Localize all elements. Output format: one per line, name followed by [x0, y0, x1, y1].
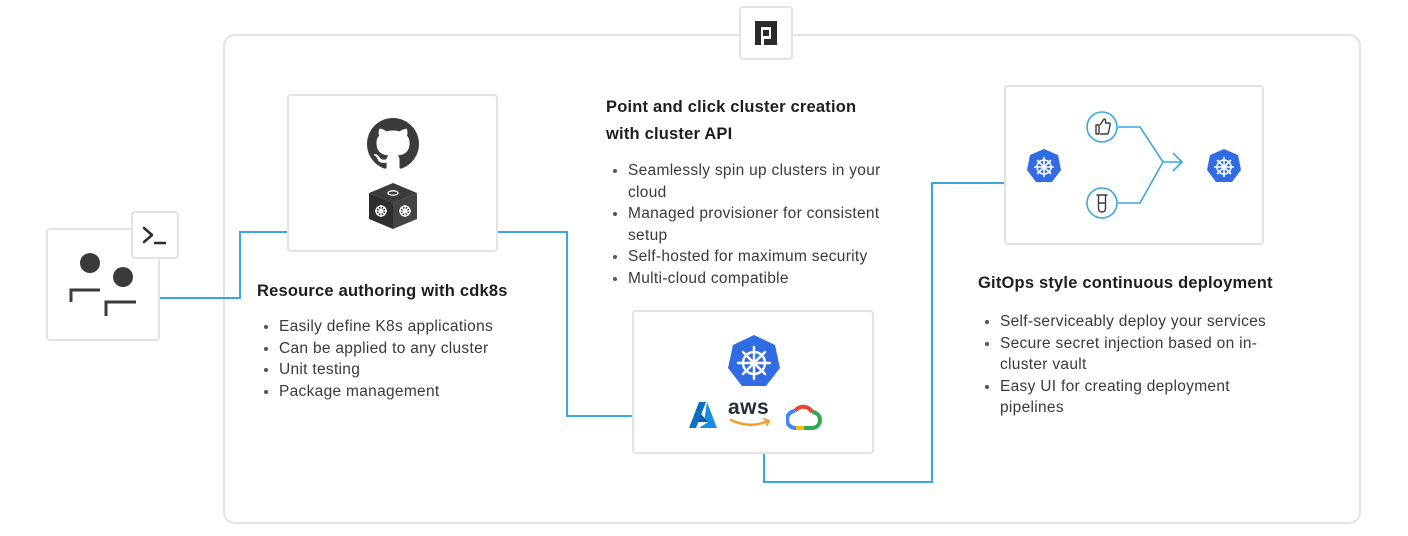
kubernetes-source-icon — [1027, 149, 1061, 182]
cluster-title-line2: with cluster API — [606, 125, 733, 143]
terminal-icon — [142, 226, 167, 245]
bullet-item: Package management — [257, 381, 577, 403]
aws-label: aws — [728, 396, 770, 419]
plural-logo-icon — [755, 21, 777, 45]
bullet-item: Managed provisioner for consistent setup — [606, 203, 896, 246]
kubernetes-icon — [728, 335, 780, 386]
bullet-item: Secure secret injection based on in-clus… — [978, 333, 1298, 376]
cluster-title-line1: Point and click cluster creation — [606, 98, 857, 116]
deployment-bullets: Self-serviceably deploy your services Se… — [978, 311, 1298, 419]
deployment-flow-card — [1004, 85, 1264, 245]
cluster-bullets: Seamlessly spin up clusters in your clou… — [606, 160, 896, 289]
github-icon — [367, 118, 419, 169]
authoring-section: Resource authoring with cdk8s Easily def… — [257, 282, 577, 402]
cluster-provider-card: aws — [632, 310, 874, 454]
authoring-tools-card — [287, 94, 498, 252]
bullet-item: Easy UI for creating deployment pipeline… — [978, 376, 1298, 419]
plural-logo-box — [739, 6, 793, 60]
terminal-card — [131, 211, 179, 259]
authoring-bullets: Easily define K8s applications Can be ap… — [257, 316, 577, 402]
bullet-item: Seamlessly spin up clusters in your clou… — [606, 160, 896, 203]
aws-smile-icon — [729, 418, 771, 426]
kubernetes-target-icon — [1207, 149, 1241, 182]
authoring-title: Resource authoring with cdk8s — [257, 282, 508, 300]
aws-icon: aws — [728, 397, 774, 429]
deployment-flow-diagram — [1027, 111, 1241, 219]
thumbs-up-icon — [1086, 111, 1118, 143]
cluster-section: Point and click cluster creation with cl… — [606, 94, 906, 289]
bullet-item: Unit testing — [257, 359, 577, 381]
bullet-item: Multi-cloud compatible — [606, 268, 896, 290]
cdk8s-cube-icon — [369, 183, 417, 229]
bullet-item: Can be applied to any cluster — [257, 338, 577, 360]
bullet-item: Self-hosted for maximum security — [606, 246, 896, 268]
bullet-item: Self-serviceably deploy your services — [978, 311, 1298, 333]
google-cloud-icon — [786, 404, 822, 430]
test-tube-icon — [1086, 187, 1118, 219]
deployment-title: GitOps style continuous deployment — [978, 274, 1273, 292]
user-card — [46, 228, 160, 341]
bullet-item: Easily define K8s applications — [257, 316, 577, 338]
azure-icon — [689, 402, 717, 428]
users-icon — [69, 253, 136, 316]
deployment-section: GitOps style continuous deployment Self-… — [978, 274, 1318, 419]
